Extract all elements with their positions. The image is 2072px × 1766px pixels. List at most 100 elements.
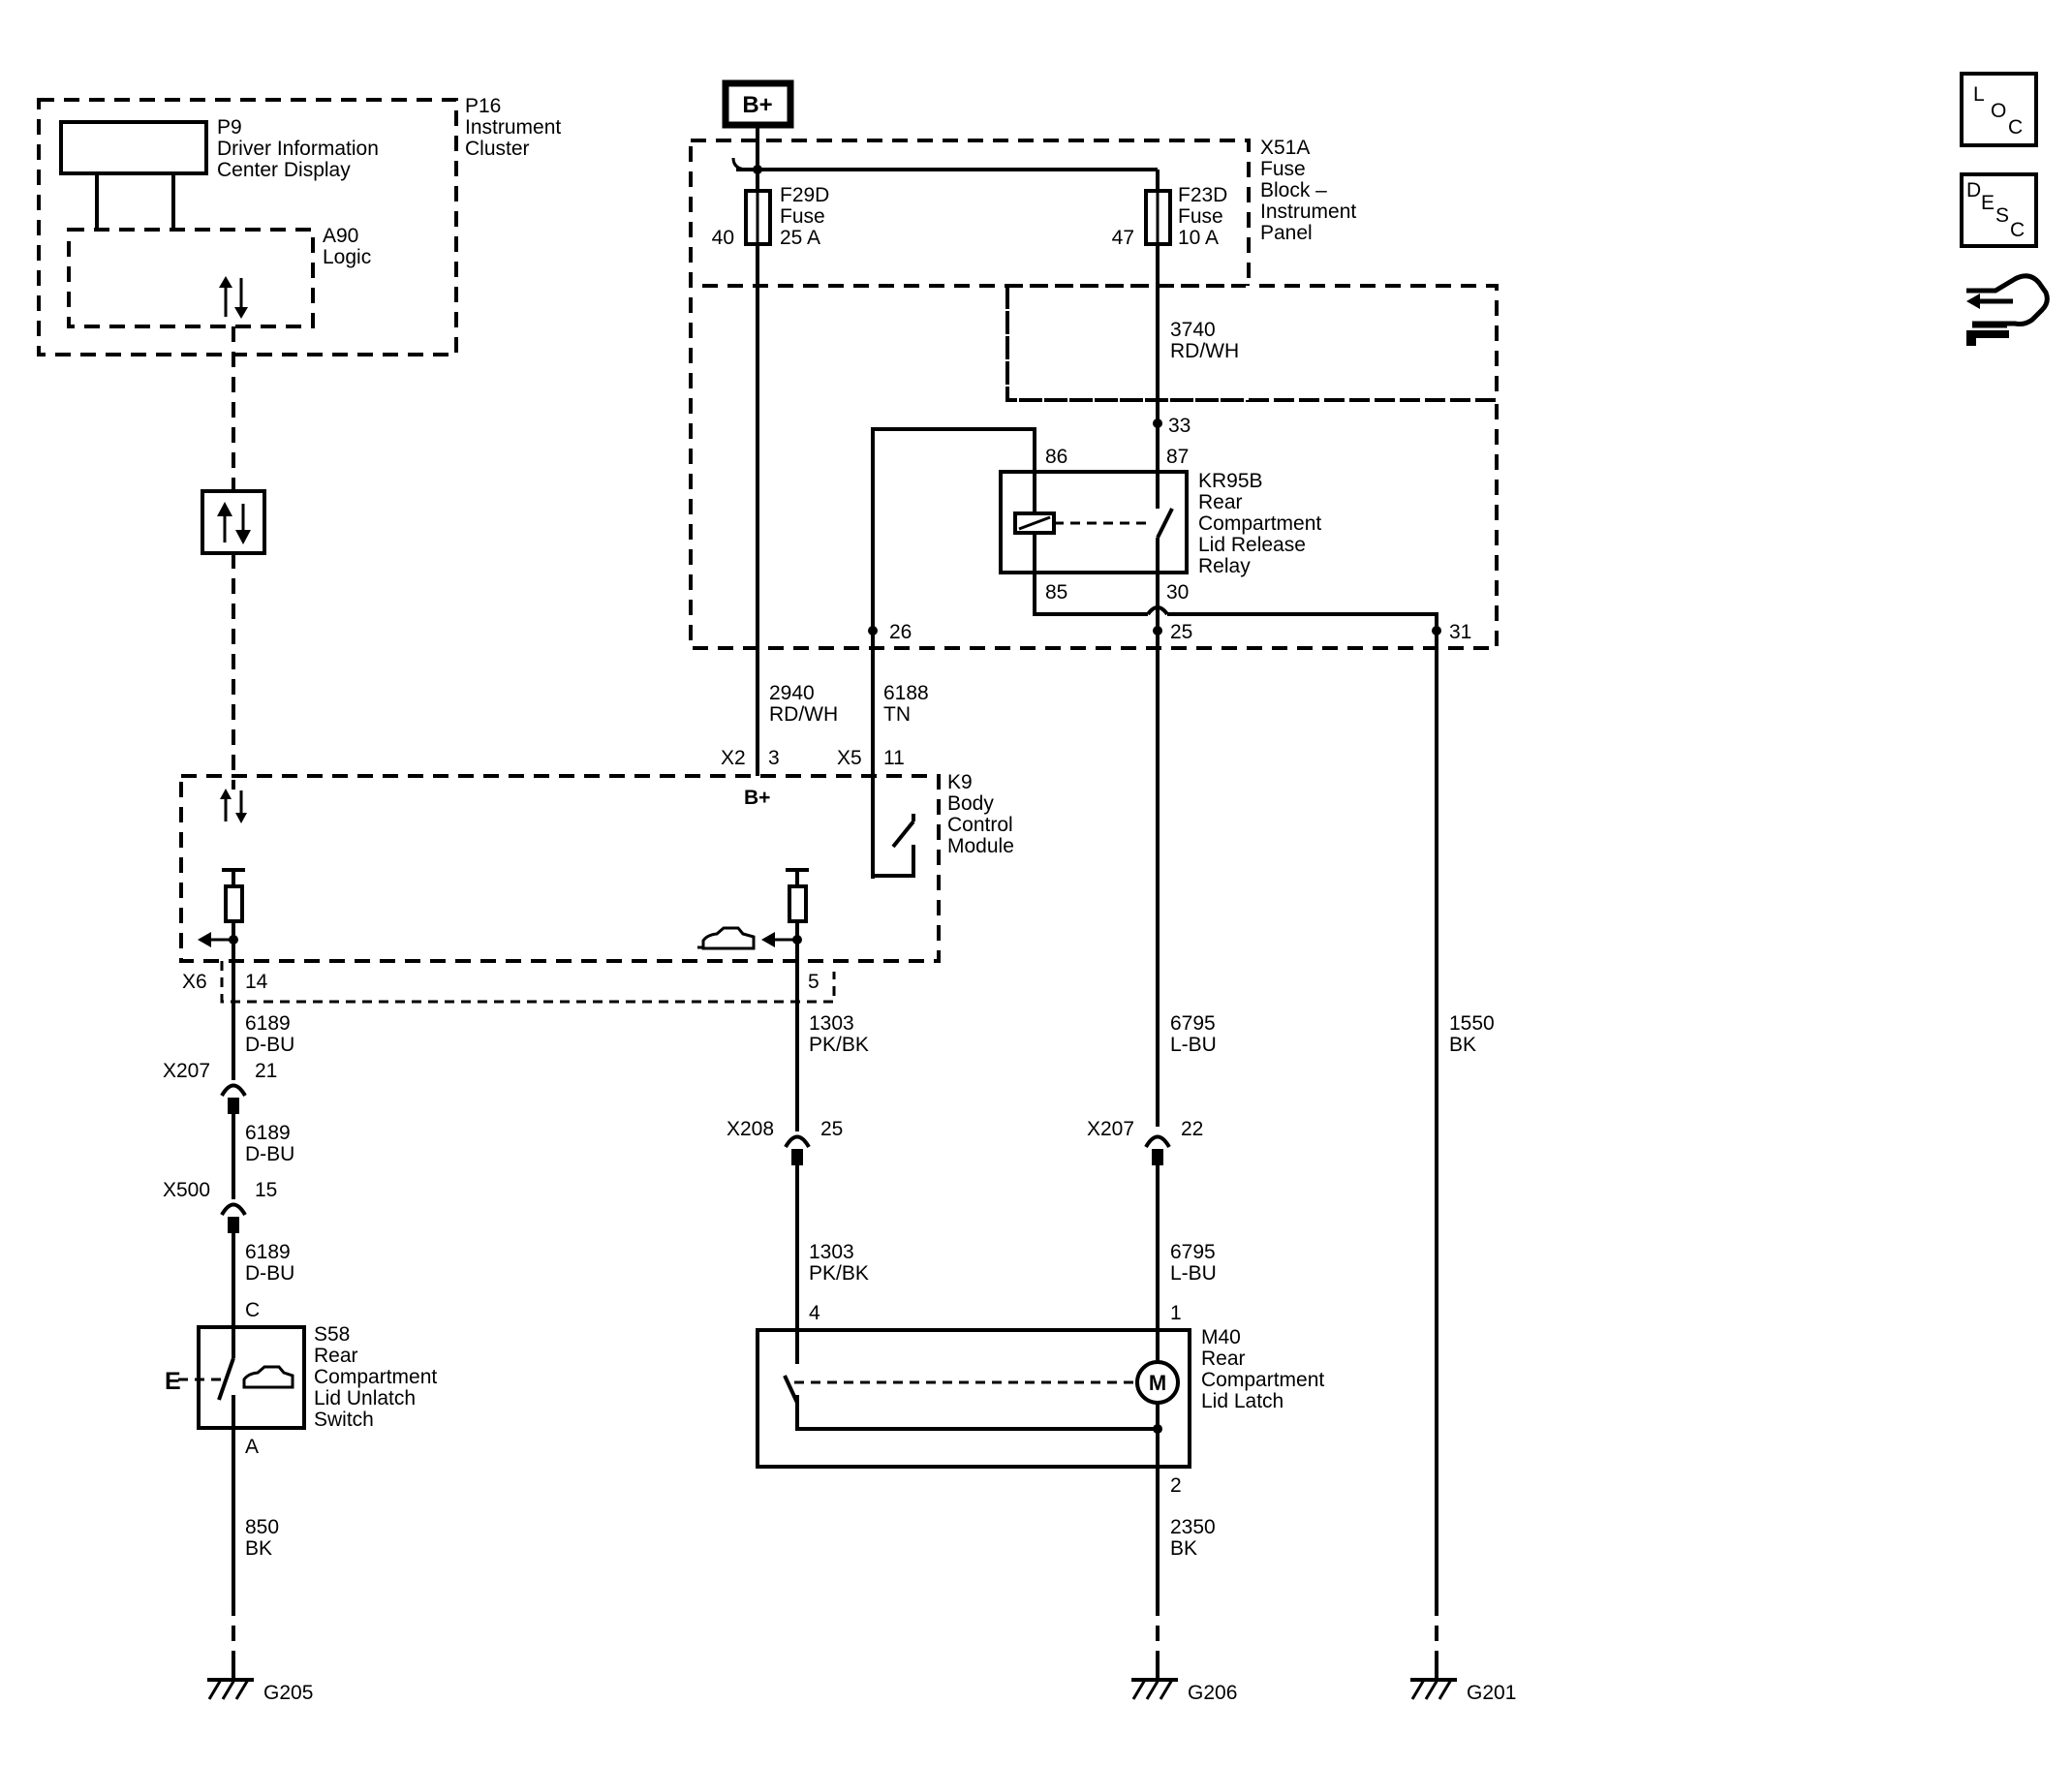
w2350-color: BK — [1170, 1537, 1197, 1560]
motor-symbol: M — [1149, 1371, 1166, 1395]
w6189b-circuit: 6189 — [245, 1122, 291, 1144]
w6189b-color: D-BU — [245, 1143, 294, 1165]
x51a-id: X51A — [1260, 137, 1310, 159]
fuse-bus-bar — [731, 157, 1160, 191]
ground-g206: G206 — [1131, 1666, 1237, 1704]
p16-id: P16 — [465, 95, 501, 117]
ground-icon — [1410, 1666, 1457, 1700]
desc-letter-c: C — [2010, 219, 2025, 241]
x208-connector: X208 — [727, 1118, 774, 1140]
m40-label-2: Compartment — [1201, 1369, 1324, 1391]
x5-connector: X5 — [837, 747, 862, 769]
x5-pin: 11 — [883, 747, 905, 769]
kr95b-label-4: Relay — [1198, 555, 1251, 577]
w6189c-color: D-BU — [245, 1262, 294, 1285]
relay-pin-85: 85 — [1045, 581, 1067, 604]
f29d-label-1: Fuse — [780, 205, 825, 228]
kr95b-label-2: Compartment — [1198, 512, 1321, 535]
x51a-label-2: Block – — [1260, 179, 1327, 201]
loc-letter-c: C — [2008, 116, 2023, 139]
s58-id: S58 — [314, 1323, 350, 1346]
f23d-label-1: Fuse — [1178, 205, 1223, 228]
pin-25: 25 — [1170, 621, 1192, 643]
a90-label: Logic — [323, 246, 371, 268]
p9-label-2: Center Display — [217, 159, 351, 181]
m40-rear-latch: M M40 Rear Compartment Lid Latch 2 — [756, 1326, 1324, 1497]
ground-g201: G201 — [1410, 1666, 1516, 1704]
w2940-color: RD/WH — [769, 703, 838, 726]
x207-b-connector: X207 — [1087, 1118, 1134, 1140]
switch-ext-mark: E — [165, 1368, 181, 1395]
relay-pin-86: 86 — [1045, 446, 1067, 468]
x51a-label-1: Fuse — [1260, 158, 1306, 180]
s58-unlatch-switch: E S58 Rear Compartment Lid Unlatch Switc… — [165, 1323, 437, 1458]
a90-id: A90 — [323, 225, 358, 247]
desc-letter-s: S — [1995, 204, 2009, 227]
car-trunk-icon — [697, 926, 756, 950]
relay-pin-87: 87 — [1166, 446, 1189, 468]
w2350-circuit: 2350 — [1170, 1516, 1216, 1538]
kr95b-label-3: Lid Release — [1198, 534, 1306, 556]
p16-label-2: Cluster — [465, 138, 530, 160]
car-trunk-icon — [242, 1365, 294, 1389]
ground-icon — [1131, 1666, 1178, 1700]
loc-letter-o: O — [1991, 100, 2006, 122]
battery-label: B+ — [742, 92, 772, 118]
location-icon[interactable]: L O C — [1960, 72, 2038, 147]
p9-id: P9 — [217, 116, 242, 139]
desc-letter-d: D — [1966, 179, 1981, 201]
battery-b-plus: B+ — [722, 79, 794, 170]
x207-a-connector: X207 — [163, 1060, 210, 1082]
bidirectional-arrows-icon — [217, 502, 251, 544]
pin-31: 31 — [1449, 621, 1471, 643]
p9-label-1: Driver Information — [217, 138, 379, 160]
w1303b-circuit: 1303 — [809, 1241, 854, 1263]
loc-letter-l: L — [1973, 83, 1985, 106]
bidirectional-arrows-icon — [219, 276, 248, 319]
k9-label-1: Body — [947, 792, 994, 815]
wire-850-ground: 850 BK — [232, 1428, 279, 1666]
w6795b-circuit: 6795 — [1170, 1241, 1216, 1263]
x2-connector: X2 — [721, 747, 746, 769]
wire-6189-branch: 6189 D-BU X207 21 6189 D-BU X500 15 6189… — [163, 978, 294, 1327]
w6188-color: TN — [883, 703, 911, 726]
f23d-pin: 47 — [1112, 227, 1134, 249]
s58-label-2: Compartment — [314, 1366, 437, 1388]
serial-data-link — [201, 326, 266, 790]
w850-circuit: 850 — [245, 1516, 279, 1538]
w1303a-color: PK/BK — [809, 1034, 869, 1056]
pin-26: 26 — [889, 621, 912, 643]
p16-label-1: Instrument — [465, 116, 561, 139]
w850-color: BK — [245, 1537, 272, 1560]
w6795a-color: L-BU — [1170, 1034, 1217, 1056]
g205-label: G205 — [263, 1682, 313, 1704]
w6188-circuit: 6188 — [883, 682, 929, 704]
x2-pin: 3 — [768, 747, 780, 769]
description-icon[interactable]: D E S C — [1960, 172, 2038, 248]
k9-body-control-module: X2 3 X5 11 B+ K9 Body Control Module — [179, 747, 1014, 1004]
bidirectional-arrows-icon — [220, 789, 247, 823]
x6-connector: X6 — [182, 971, 207, 993]
wire-1550-label: 1550 BK — [1435, 1012, 1495, 1666]
g201-label: G201 — [1467, 1682, 1516, 1704]
w1550-color: BK — [1449, 1034, 1476, 1056]
relay-control-wire: 26 — [868, 427, 1036, 879]
k9-label-3: Module — [947, 835, 1014, 857]
s58-label-1: Rear — [314, 1345, 358, 1367]
m40-label-3: Lid Latch — [1201, 1390, 1283, 1412]
g206-label: G206 — [1188, 1682, 1237, 1704]
connector-hand-icon[interactable] — [1966, 273, 2050, 346]
m40-pin-2: 2 — [1170, 1474, 1182, 1497]
wire-1303-branch: 1303 PK/BK X208 25 1303 PK/BK 4 — [727, 978, 869, 1330]
s58-pin-c: C — [245, 1299, 260, 1321]
s58-pin-a: A — [245, 1436, 259, 1458]
x208-pin: 25 — [820, 1118, 843, 1140]
w6189c-circuit: 6189 — [245, 1241, 291, 1263]
k9-label-2: Control — [947, 814, 1013, 836]
pin-33: 33 — [1168, 415, 1191, 437]
f23d-label-2: 10 A — [1178, 227, 1219, 249]
f29d-fuse: F29D Fuse 25 A 40 — [712, 184, 830, 249]
m40-pin-1: 1 — [1170, 1302, 1182, 1324]
bcm-power-wire: 2940 RD/WH 6188 TN — [756, 244, 929, 776]
